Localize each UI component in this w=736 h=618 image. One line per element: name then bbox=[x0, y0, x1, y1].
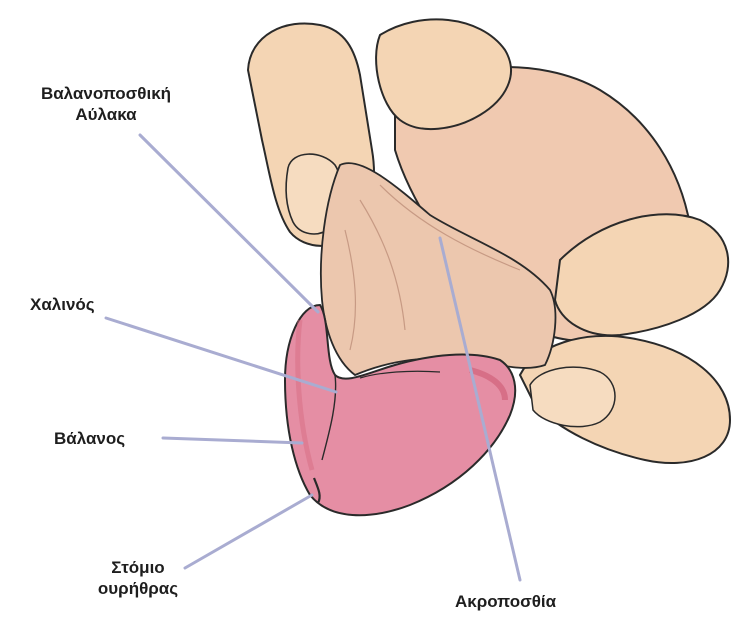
label-glans: Βάλανος bbox=[54, 428, 125, 449]
label-urethral-meatus: Στόμιο ουρήθρας bbox=[78, 557, 198, 599]
label-meatus-line1: Στόμιο bbox=[78, 557, 198, 578]
label-foreskin: Ακροποσθία bbox=[455, 591, 556, 612]
label-meatus-line2: ουρήθρας bbox=[78, 578, 198, 599]
leader-meatus bbox=[185, 495, 312, 568]
label-coronal-sulcus-line2: Αύλακα bbox=[6, 104, 206, 125]
label-frenulum: Χαλινός bbox=[30, 294, 95, 315]
label-coronal-sulcus-line1: Βαλανοποσθική bbox=[6, 83, 206, 104]
leader-glans bbox=[163, 438, 302, 443]
fingernail-right bbox=[530, 367, 615, 427]
label-coronal-sulcus: Βαλανοποσθική Αύλακα bbox=[6, 83, 206, 125]
